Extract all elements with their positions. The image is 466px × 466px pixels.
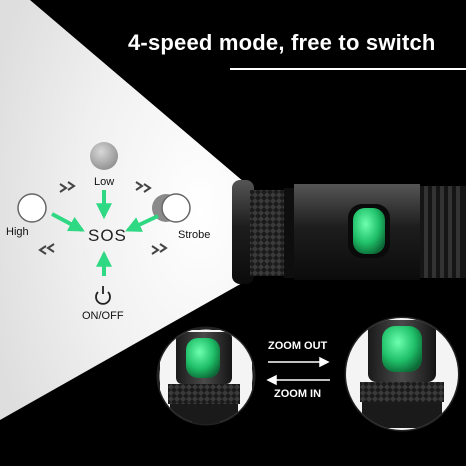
power-icon xyxy=(95,286,111,305)
page-title: 4-speed mode, free to switch xyxy=(128,30,436,55)
mode-label-strobe: Strobe xyxy=(178,229,211,241)
zoom-arrows xyxy=(266,356,330,386)
high-mode-circle xyxy=(17,193,47,223)
arrow-icon xyxy=(51,212,85,232)
chevron-icons xyxy=(38,181,168,255)
zoom-out-label: ZOOM OUT xyxy=(268,340,328,352)
light-beam xyxy=(0,0,244,420)
title-underline xyxy=(230,68,466,70)
mode-label-sos: SOS xyxy=(88,226,127,245)
zoom-in-label: ZOOM IN xyxy=(274,388,322,400)
strobe-mode-circle xyxy=(152,193,191,223)
side-switch-button xyxy=(353,208,385,254)
low-mode-circle xyxy=(90,142,118,170)
mode-arrows xyxy=(51,190,159,276)
mode-label-power: ON/OFF xyxy=(82,310,124,322)
arrow-icon xyxy=(125,214,159,232)
zoom-out-view xyxy=(156,326,256,426)
mode-label-low: Low xyxy=(94,176,115,188)
mode-label-high: High xyxy=(6,226,29,238)
zoom-in-view xyxy=(344,316,460,432)
flashlight-main xyxy=(232,180,466,284)
mode-diagram xyxy=(17,142,191,305)
